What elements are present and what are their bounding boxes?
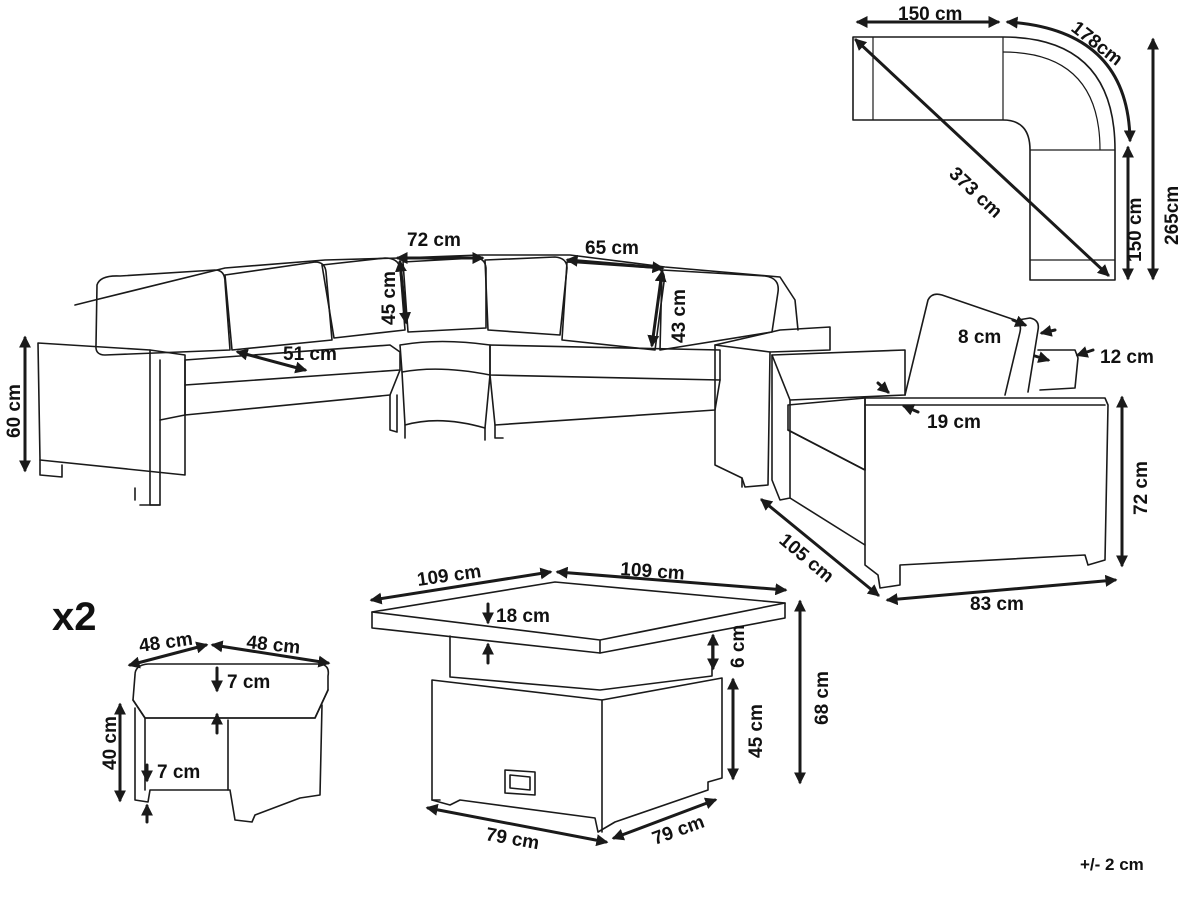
armchair-arm-width-label: 19 cm <box>927 412 981 433</box>
stool-cushion-label: 7 cm <box>227 672 270 693</box>
sofa-seat-depth-label: 51 cm <box>283 344 337 365</box>
stool-width-label: 48 cm <box>138 629 194 657</box>
corner-sofa-drawing: 60 cm 51 cm 72 cm 45 cm 65 cm 43 cm <box>4 230 831 506</box>
sofa-side-back-label: 43 cm <box>669 289 690 343</box>
top-view-depth-label: 265cm <box>1162 186 1183 245</box>
sofa-top-view: 150 cm 178cm 265cm 150 cm 373 cm <box>852 4 1183 281</box>
table-height-label: 68 cm <box>812 671 833 725</box>
table-top-offset-label: 18 cm <box>496 606 550 627</box>
stool-height-label: 40 cm <box>100 716 121 770</box>
quantity-label: x2 <box>52 595 97 639</box>
armchair-back-top-label: 12 cm <box>1100 347 1154 368</box>
tolerance-note: +/- 2 cm <box>1080 855 1144 874</box>
table-drawing: 109 cm 109 cm 18 cm 6 cm 45 cm 68 cm 79 … <box>369 559 833 854</box>
table-base-height-label: 45 cm <box>746 704 767 758</box>
top-view-width-label: 150 cm <box>898 4 962 25</box>
armchair-width-label: 83 cm <box>970 594 1024 615</box>
armchair-back-thickness-label: 8 cm <box>958 327 1001 348</box>
sofa-height-label: 60 cm <box>4 384 25 438</box>
top-view-arc-label: 178cm <box>1067 17 1127 70</box>
armchair-depth-label: 105 cm <box>775 530 838 588</box>
stool-leg-label: 7 cm <box>157 762 200 783</box>
table-top-width-label: 109 cm <box>416 561 483 591</box>
sofa-middle-width-label: 72 cm <box>407 230 461 251</box>
sofa-middle-back-label: 45 cm <box>379 271 400 325</box>
table-lift-label: 6 cm <box>728 625 749 668</box>
stool-drawing: 48 cm 48 cm 40 cm 7 cm 7 cm <box>100 629 331 824</box>
top-view-side-label: 150 cm <box>1125 198 1146 262</box>
table-top-depth-label: 109 cm <box>620 559 686 584</box>
armchair-drawing: 8 cm 12 cm 19 cm 72 cm 105 cm 83 cm <box>760 293 1154 615</box>
table-base-depth-label: 79 cm <box>650 812 708 850</box>
armchair-height-label: 72 cm <box>1131 461 1152 515</box>
sofa-side-width-label: 65 cm <box>585 238 639 259</box>
stool-depth-label: 48 cm <box>245 632 301 659</box>
